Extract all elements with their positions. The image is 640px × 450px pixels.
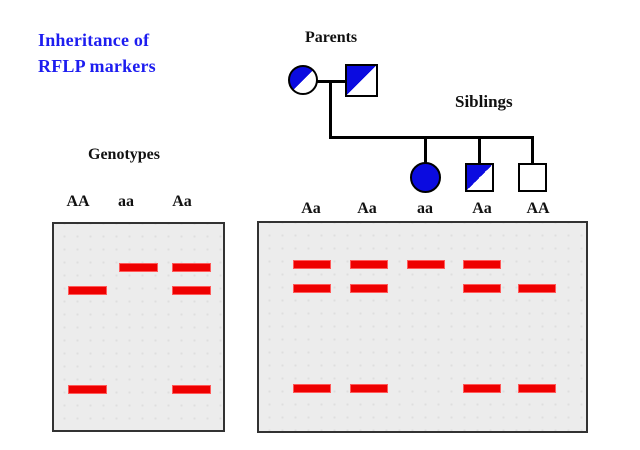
pedigree-descent-line (329, 80, 332, 139)
left-gel-band (172, 385, 211, 394)
left-gel-lane-label-3: Aa (172, 193, 192, 210)
pedigree-symbol-sibling-3 (518, 163, 547, 192)
right-gel-lane-label-1: Aa (301, 200, 321, 217)
pedigree-symbol-sibling-1 (410, 162, 441, 193)
family-gel-box (257, 221, 588, 433)
genotypes-gel-box (52, 222, 225, 432)
page-title-line2: RFLP markers (38, 56, 156, 76)
right-gel-lane-label-2: Aa (357, 200, 377, 217)
right-gel-band (293, 384, 331, 393)
right-gel-lane-label-5: AA (526, 200, 550, 217)
page-title: Inheritance of RFLP markers (38, 27, 156, 79)
right-gel-band (350, 384, 388, 393)
page-title-line1: Inheritance of (38, 30, 150, 50)
siblings-label: Siblings (455, 92, 513, 111)
right-gel-band (293, 260, 331, 269)
right-gel-band (407, 260, 445, 269)
left-gel-band (172, 286, 211, 295)
left-gel-lane-label-2: aa (118, 193, 134, 210)
pedigree-symbol-sibling-2 (465, 163, 494, 192)
left-gel-band (68, 385, 107, 394)
pedigree-drop-line-1 (424, 136, 427, 164)
right-gel-band (350, 260, 388, 269)
pedigree-drop-line-2 (478, 136, 481, 164)
left-gel-band (172, 263, 211, 272)
right-gel-band (293, 284, 331, 293)
right-gel-band (518, 284, 556, 293)
left-gel-band (119, 263, 158, 272)
right-gel-band (463, 384, 501, 393)
right-gel-band (463, 260, 501, 269)
pedigree-symbol-father (345, 64, 378, 97)
left-gel-band (68, 286, 107, 295)
right-gel-band (350, 284, 388, 293)
pedigree-drop-line-3 (531, 136, 534, 164)
right-gel-lane-label-4: Aa (472, 200, 492, 217)
parents-label: Parents (305, 29, 358, 46)
right-gel-lane-label-3: aa (417, 200, 433, 217)
left-gel-lane-label-1: AA (66, 193, 90, 210)
genotypes-label: Genotypes (88, 146, 160, 163)
right-gel-band (518, 384, 556, 393)
pedigree-symbol-mother (288, 65, 318, 95)
right-gel-band (463, 284, 501, 293)
pedigree-sibship-line (329, 136, 533, 139)
